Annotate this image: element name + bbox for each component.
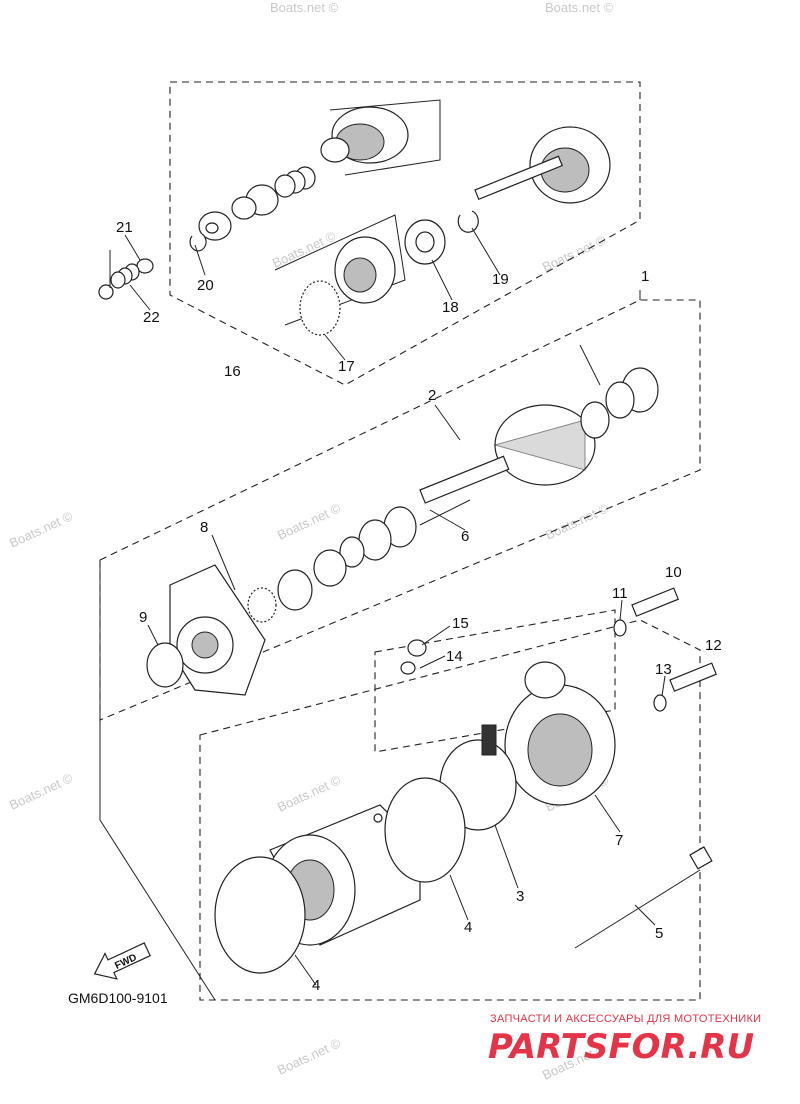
- callout-15: 15: [452, 615, 469, 632]
- watermark: Boats.net ©: [275, 772, 343, 815]
- bolt-10: [631, 587, 679, 617]
- callouts: 1 2 3 4 4 5 6 7 8 9 10 11 12 13 14 15 16…: [116, 219, 722, 994]
- washer-6c: [339, 536, 365, 568]
- watermark: Boats.net ©: [7, 770, 75, 813]
- callout-9: 9: [139, 609, 147, 626]
- callout-6: 6: [461, 528, 469, 545]
- collar: [198, 211, 232, 241]
- leader-lines: [109, 227, 666, 986]
- o-ring-9: [146, 642, 184, 688]
- frame-line: [99, 560, 216, 1001]
- washer-14: [400, 661, 416, 675]
- o-ring-4-front: [214, 856, 306, 974]
- callout-1: 1: [641, 268, 649, 285]
- clip-20: [189, 233, 207, 252]
- callout-5: 5: [655, 925, 663, 942]
- through-bolt-5: [574, 846, 713, 949]
- washer-left: [98, 284, 114, 300]
- front-cover: [169, 564, 266, 696]
- callout-22: 22: [143, 309, 160, 326]
- lockplate: [313, 549, 347, 587]
- nut-15: [407, 639, 427, 657]
- callout-3: 3: [516, 888, 524, 905]
- callout-8: 8: [200, 519, 208, 536]
- callout-12: 12: [705, 637, 722, 654]
- washer-11: [613, 619, 627, 637]
- drive-gear: [320, 99, 441, 176]
- spring: [274, 166, 316, 198]
- brand-logo: ЗАПЧАСТИ И АКСЕССУАРЫ ДЛЯ МОТОТЕХНИКИ PA…: [488, 1013, 761, 1067]
- watermark: Boats.net ©: [270, 0, 339, 15]
- brand-tagline: ЗАПЧАСТИ И АКСЕССУАРЫ ДЛЯ МОТОТЕХНИКИ: [490, 1013, 761, 1025]
- callout-17: 17: [338, 358, 355, 375]
- o-ring-4-rear: [384, 777, 466, 883]
- clip-19: [457, 210, 479, 233]
- watermark: Boats.net ©: [545, 0, 614, 15]
- callout-18: 18: [442, 299, 459, 316]
- fwd-arrow-icon: FWD: [93, 942, 151, 980]
- bearing-holder: [274, 214, 406, 326]
- rear-cover-7: [504, 661, 616, 806]
- washer-13: [653, 694, 667, 712]
- callout-14: 14: [446, 648, 463, 665]
- washer-1b: [605, 381, 635, 419]
- nut-washer-boundary: [374, 609, 616, 753]
- callout-16: 16: [224, 363, 241, 380]
- callout-2: 2: [428, 387, 436, 404]
- callout-19: 19: [492, 271, 509, 288]
- retainer-18: [404, 219, 446, 265]
- brand-logo-text: PARTSFOR.RU: [488, 1027, 754, 1067]
- callout-13: 13: [655, 661, 672, 678]
- watermark: Boats.net ©: [270, 228, 338, 271]
- callout-4: 4: [312, 977, 320, 994]
- spring-22: [110, 263, 140, 289]
- watermark: Boats.net ©: [275, 1035, 343, 1078]
- bolt-12: [669, 662, 717, 692]
- callout-11: 11: [612, 585, 628, 602]
- watermark: Boats.net ©: [275, 500, 343, 543]
- clutch-housing: [474, 126, 611, 204]
- assembly-16-boundary: [169, 81, 641, 386]
- armature-2: [419, 344, 610, 526]
- watermark: Boats.net ©: [540, 232, 608, 275]
- thrust-bearing-17: [299, 280, 341, 336]
- callout-4: 4: [464, 919, 472, 936]
- callout-21: 21: [116, 219, 133, 236]
- bearing-8: [247, 587, 277, 623]
- callout-20: 20: [197, 277, 214, 294]
- pinion-stop: [231, 184, 279, 220]
- washer-8: [277, 569, 313, 611]
- lower-assembly-boundary: [199, 619, 701, 1001]
- diagram-code: GM6D100-9101: [68, 990, 168, 1006]
- watermark: Boats.net ©: [7, 508, 75, 551]
- callout-10: 10: [665, 564, 682, 581]
- callout-7: 7: [615, 832, 623, 849]
